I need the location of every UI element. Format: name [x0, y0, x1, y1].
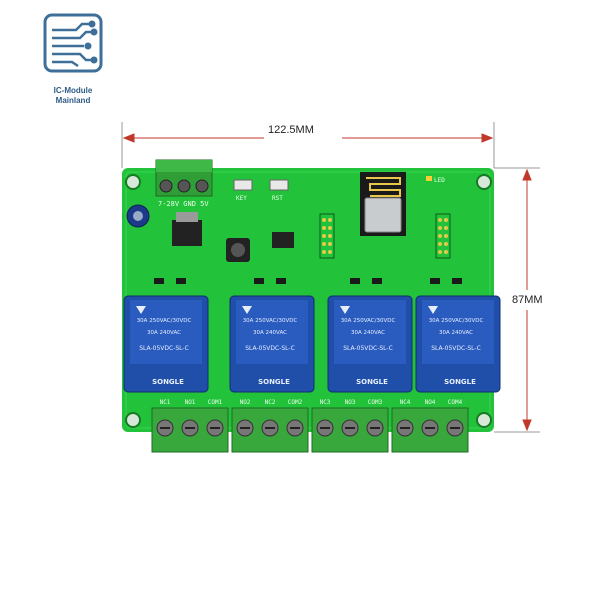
terminal-label: NC2: [265, 399, 276, 406]
key-label: KEY: [236, 195, 247, 202]
terminal-label: COM4: [448, 399, 463, 406]
terminal-label: NO4: [425, 399, 436, 406]
ic-module-logo-icon: [43, 13, 103, 73]
key-button: [233, 179, 253, 191]
brand-line-1: IC-Module: [53, 86, 93, 95]
terminal-label: NC3: [320, 399, 331, 406]
relay-rating-1: 30A 250VAC/30VDC: [137, 318, 192, 324]
brand-label: IC-Module Mainland: [30, 86, 116, 106]
relay-model: SLA-05VDC-SL-C: [343, 345, 393, 352]
terminal-label: COM1: [208, 399, 223, 406]
terminal-label: NO2: [240, 399, 251, 406]
relay-logo-icon: [242, 306, 252, 314]
voltage-regulator: [172, 220, 202, 246]
relay-rating-1: 30A 250VAC/30VDC: [341, 318, 396, 324]
relay-logo-icon: [428, 306, 438, 314]
relay-rating-2: 30A 240VAC: [351, 330, 385, 336]
relay-rating-2: 30A 240VAC: [253, 330, 287, 336]
power-label: 7-28V GND 5V: [158, 200, 209, 208]
terminal-label: COM3: [368, 399, 383, 406]
terminal-label: NO1: [185, 399, 196, 406]
relay-brand: SONGLE: [444, 378, 476, 386]
relay-2: 30A 250VAC/30VDC 30A 240VAC SLA-05VDC-SL-C…: [229, 295, 315, 393]
relay-logo-icon: [340, 306, 350, 314]
terminal-label: NO3: [345, 399, 356, 406]
rst-label: RST: [272, 195, 283, 202]
relay-logo-icon: [136, 306, 146, 314]
power-terminal-block: [155, 159, 213, 197]
relays: 30A 250VAC/30VDC 30A 240VAC SLA-05VDC-SL-C…: [123, 295, 501, 393]
relay-1: 30A 250VAC/30VDC 30A 240VAC SLA-05VDC-SL-C…: [123, 295, 209, 393]
dimension-lines: [121, 122, 540, 433]
relay-model: SLA-05VDC-SL-C: [139, 345, 189, 352]
wifi-module: [360, 172, 406, 236]
height-dimension-label: 87MM: [512, 294, 543, 306]
terminal-label: COM2: [288, 399, 303, 406]
relay-model: SLA-05VDC-SL-C: [245, 345, 295, 352]
led-label: LED: [434, 177, 445, 184]
width-dimension-label: 122.5MM: [268, 124, 314, 136]
relay-4: 30A 250VAC/30VDC 30A 240VAC SLA-05VDC-SL-C…: [415, 295, 501, 393]
header-pins: [319, 213, 451, 259]
output-terminals: NC1 NO1 COM1 NO2 NC2 COM2 NC3 NO3 COM3 NC4 NO4 COM4: [151, 399, 469, 453]
header-pin-dots: [322, 218, 448, 254]
rst-button: [269, 179, 289, 191]
relay-rating-2: 30A 240VAC: [147, 330, 181, 336]
terminal-label: NC1: [160, 399, 171, 406]
relay-rating-1: 30A 250VAC/30VDC: [429, 318, 484, 324]
terminal-label: NC4: [400, 399, 411, 406]
relay-brand: SONGLE: [258, 378, 290, 386]
relay-3: 30A 250VAC/30VDC 30A 240VAC SLA-05VDC-SL-C…: [327, 295, 413, 393]
brand-line-2: Mainland: [55, 96, 91, 105]
relay-rating-1: 30A 250VAC/30VDC: [243, 318, 298, 324]
relay-brand: SONGLE: [152, 378, 184, 386]
relay-rating-2: 30A 240VAC: [439, 330, 473, 336]
relay-brand: SONGLE: [356, 378, 388, 386]
relay-model: SLA-05VDC-SL-C: [431, 345, 481, 352]
